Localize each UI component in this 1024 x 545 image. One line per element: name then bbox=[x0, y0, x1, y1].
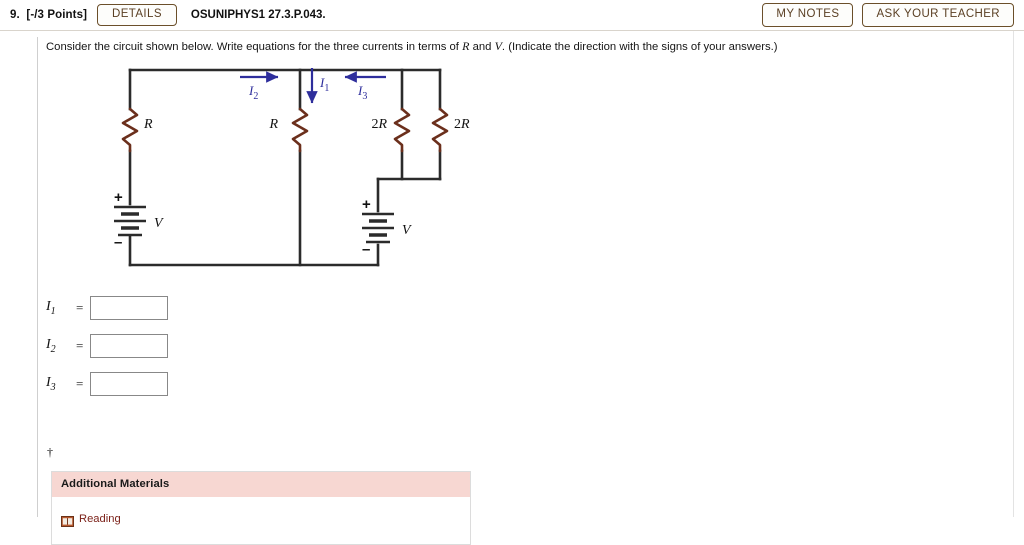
answer-label-i2-subscript: 2 bbox=[50, 343, 56, 355]
prompt-text-2: . (Indicate the direction with the signs… bbox=[501, 41, 778, 53]
left-divider-rule bbox=[37, 37, 38, 517]
answer-label-i1-symbol: I bbox=[46, 299, 51, 315]
answer-label-i1-subscript: 1 bbox=[50, 305, 56, 317]
question-content: Consider the circuit shown below. Write … bbox=[0, 31, 1024, 545]
battery-right-symbol bbox=[362, 212, 394, 244]
answer-row-i1: I1 = bbox=[46, 289, 346, 327]
footnote-dagger: † bbox=[47, 445, 53, 459]
my-notes-button[interactable]: MY NOTES bbox=[762, 2, 854, 28]
question-code: OSUNIPHYS1 27.3.P.043. bbox=[190, 9, 326, 21]
additional-materials-body: Reading bbox=[52, 497, 470, 544]
details-button[interactable]: DETAILS bbox=[97, 3, 177, 27]
answer-label-i2-symbol: I bbox=[46, 337, 51, 353]
question-number-text: 9. bbox=[10, 9, 20, 21]
battery-left-minus: – bbox=[114, 234, 122, 251]
battery-left-symbol bbox=[114, 205, 146, 237]
circuit-diagram: R R 2R 2R + – V + bbox=[100, 59, 500, 289]
resistor-label-inner-2r: 2R bbox=[371, 117, 387, 132]
question-points: [-/3 Points] bbox=[26, 9, 88, 21]
answer-equals-i3: = bbox=[76, 376, 84, 391]
resistor-outer-2r-symbol bbox=[431, 107, 449, 153]
battery-right-label-v: V bbox=[402, 223, 412, 238]
resistor-label-middle-r: R bbox=[268, 117, 278, 132]
battery-left-label-v: V bbox=[154, 216, 164, 231]
book-icon bbox=[61, 514, 74, 527]
resistor-left-r-symbol bbox=[121, 107, 139, 153]
answer-input-i3[interactable] bbox=[90, 372, 168, 396]
resistor-label-left-r: R bbox=[143, 117, 153, 132]
current-label-i1: I1 bbox=[319, 75, 329, 94]
prompt-text-1: Consider the circuit shown below. Write … bbox=[46, 41, 463, 53]
right-divider-rule bbox=[1013, 31, 1014, 517]
answer-row-i2: I2 = bbox=[46, 327, 346, 365]
current-label-i2: I2 bbox=[248, 83, 258, 102]
ask-your-teacher-button[interactable]: ASK YOUR TEACHER bbox=[862, 2, 1014, 28]
answer-label-i3: I3 bbox=[46, 375, 76, 393]
prompt-variable-r: R bbox=[462, 39, 470, 53]
additional-materials-reading-link[interactable]: Reading bbox=[79, 513, 121, 525]
battery-left-plus: + bbox=[114, 189, 123, 206]
answer-label-i3-symbol: I bbox=[46, 375, 51, 391]
resistor-label-outer-2r: 2R bbox=[454, 117, 470, 132]
answer-input-i1[interactable] bbox=[90, 296, 168, 320]
answer-row-i3: I3 = bbox=[46, 365, 346, 403]
answer-label-i1: I1 bbox=[46, 299, 76, 317]
resistor-inner-2r-symbol bbox=[393, 107, 411, 153]
battery-right-plus: + bbox=[362, 196, 371, 213]
answer-equals-i1: = bbox=[76, 300, 84, 315]
header-left-group: 9. [-/3 Points] DETAILS OSUNIPHYS1 27.3.… bbox=[0, 3, 326, 27]
additional-materials-panel: Additional Materials Reading bbox=[51, 471, 471, 545]
prompt-variable-v: V bbox=[494, 39, 502, 53]
question-header-bar: 9. [-/3 Points] DETAILS OSUNIPHYS1 27.3.… bbox=[0, 0, 1024, 31]
header-right-group: MY NOTES ASK YOUR TEACHER bbox=[762, 2, 1024, 28]
answer-equals-i2: = bbox=[76, 338, 84, 353]
battery-right-minus: – bbox=[362, 241, 370, 258]
answer-label-i2: I2 bbox=[46, 337, 76, 355]
answer-label-i3-subscript: 3 bbox=[50, 381, 56, 393]
additional-materials-title: Additional Materials bbox=[52, 472, 470, 497]
current-label-i3: I3 bbox=[357, 83, 367, 102]
resistor-middle-r-symbol bbox=[291, 107, 309, 153]
prompt-text-and: and bbox=[469, 41, 495, 53]
question-prompt: Consider the circuit shown below. Write … bbox=[46, 39, 778, 54]
question-number: 9. [-/3 Points] bbox=[10, 9, 87, 21]
answer-fields-group: I1 = I2 = I3 = bbox=[46, 289, 346, 403]
answer-input-i2[interactable] bbox=[90, 334, 168, 358]
